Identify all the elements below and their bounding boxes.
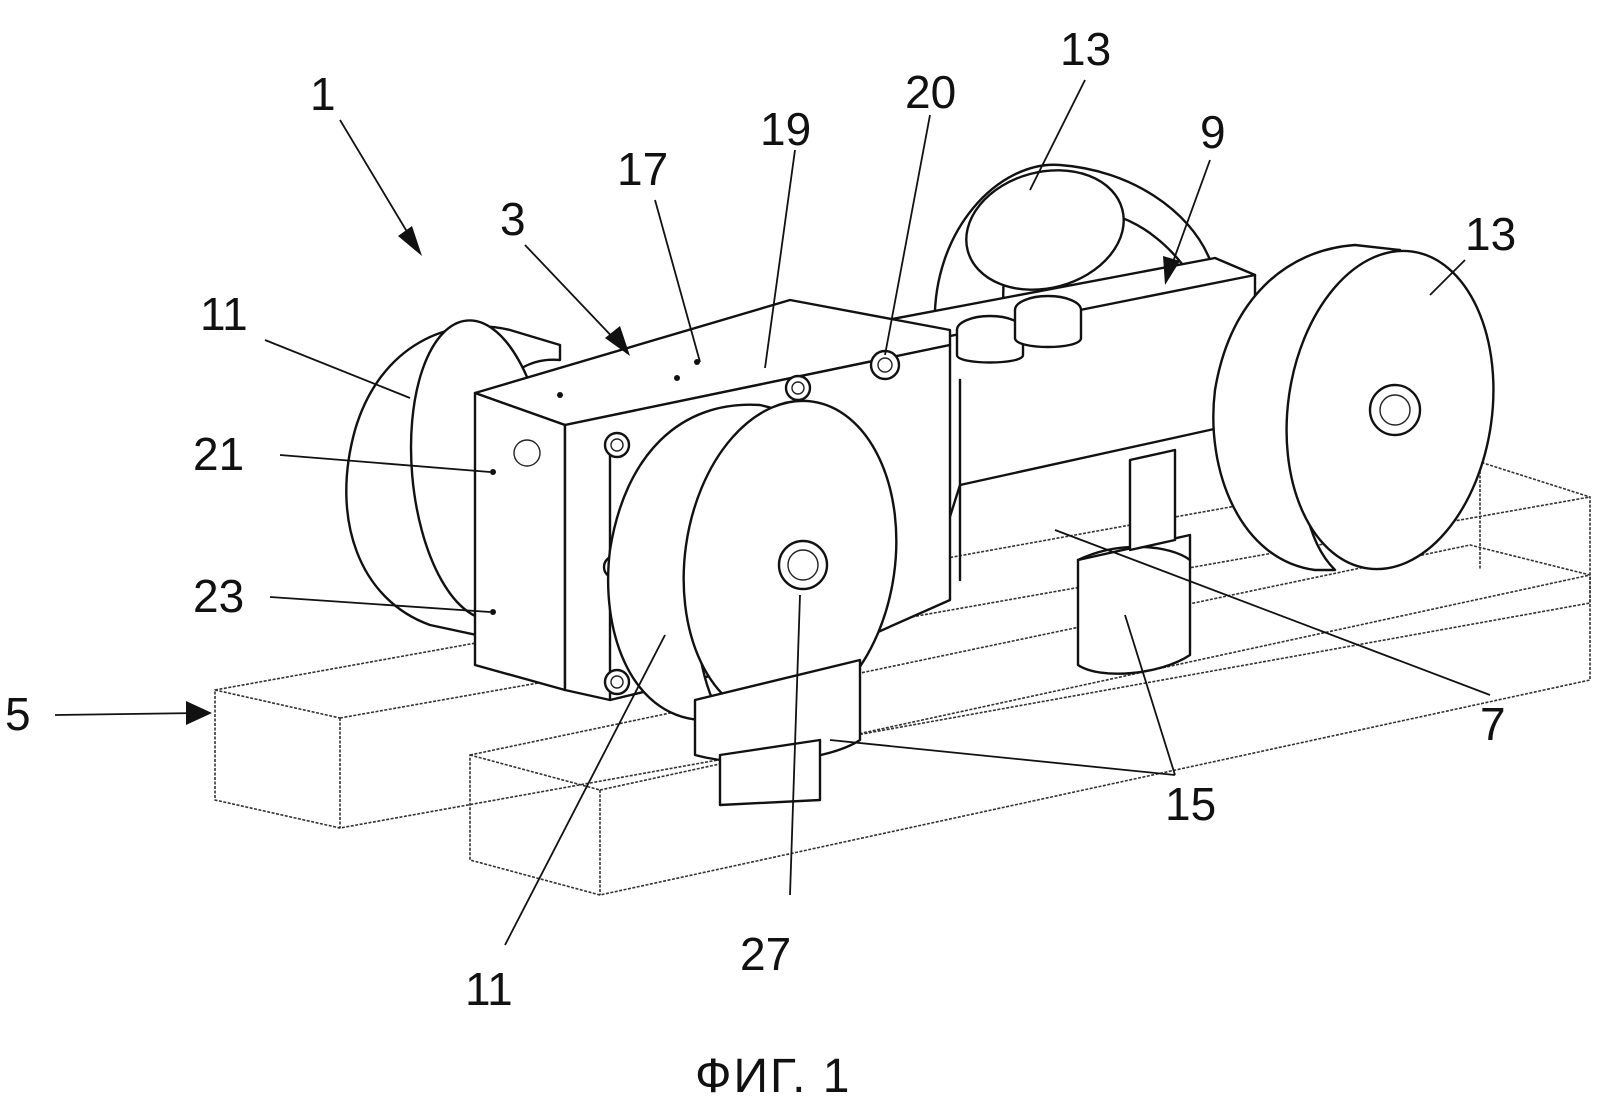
- wheel-11-front: [606, 399, 898, 722]
- label-15: 15: [1165, 778, 1216, 830]
- figure-caption: ФИГ. 1: [695, 1050, 852, 1102]
- label-1: 1: [310, 68, 336, 120]
- leader-lines: [54, 79, 1491, 946]
- label-9: 9: [1200, 106, 1226, 158]
- label-7: 7: [1480, 698, 1506, 750]
- support-15-right: [1076, 448, 1192, 675]
- label-11-left: 11: [200, 288, 248, 340]
- wheel-13-front: [1212, 243, 1495, 572]
- label-17: 17: [617, 143, 668, 195]
- label-11-bottom: 11: [465, 963, 513, 1015]
- label-5: 5: [5, 688, 31, 740]
- label-20: 20: [905, 66, 956, 118]
- wheel-13-back: [933, 163, 1212, 332]
- label-13-right: 13: [1465, 208, 1516, 260]
- label-3: 3: [500, 193, 526, 245]
- label-23: 23: [193, 570, 244, 622]
- reference-labels: 1 3 17 19 20 13 9 13 11 21 23 5 7 15 27 …: [5, 23, 1516, 1015]
- label-19: 19: [760, 103, 811, 155]
- label-21: 21: [193, 428, 244, 480]
- label-27: 27: [740, 928, 791, 980]
- label-13-top: 13: [1060, 23, 1111, 75]
